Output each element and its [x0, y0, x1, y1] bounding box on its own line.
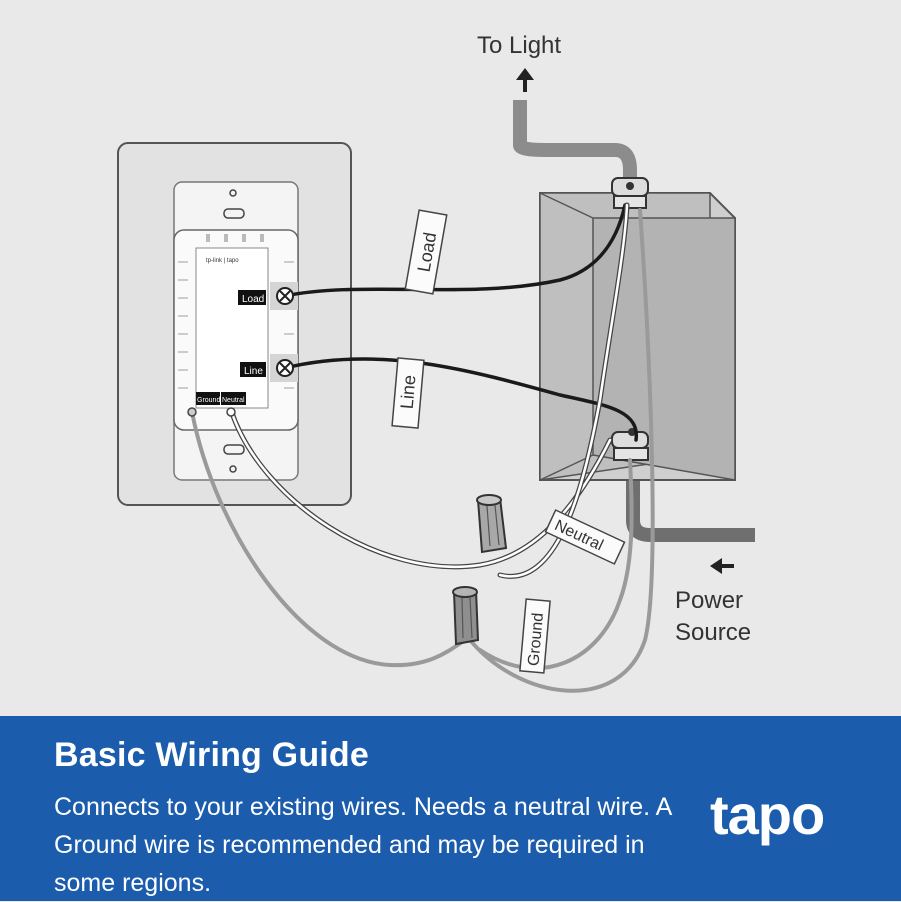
ground-terminal-icon [187, 407, 197, 417]
to-light-label: To Light [477, 32, 561, 59]
terminal-ground: Ground [196, 392, 220, 405]
wire-nut-neutral [476, 494, 508, 554]
svg-text:Line: Line [244, 366, 263, 377]
ground-wire-tag: Ground [519, 598, 551, 674]
svg-text:Ground: Ground [525, 612, 547, 667]
left-arrow-icon [710, 558, 734, 574]
electrical-box [539, 192, 736, 481]
banner-title: Basic Wiring Guide [54, 736, 370, 774]
conduit-to-light [513, 100, 637, 185]
load-wire [283, 203, 627, 298]
power-source-label-line2: Source [675, 619, 751, 646]
cable-clamp-bottom [611, 428, 649, 461]
terminal-line: Line [240, 362, 266, 377]
smart-switch-body: tp-link | tapo [173, 229, 299, 431]
device-logo: tp-link | tapo [206, 258, 239, 264]
load-wire-tag: Load [404, 209, 448, 295]
line-screw-icon [276, 359, 294, 377]
terminal-neutral: Neutral [221, 392, 246, 405]
neutral-wire-tag: Neutral [544, 509, 626, 565]
svg-text:Neutral: Neutral [222, 397, 245, 404]
power-source-label-line1: Power [675, 587, 743, 614]
svg-text:Load: Load [242, 294, 264, 305]
terminal-load: Load [238, 290, 266, 305]
load-screw-icon [276, 287, 294, 305]
ground-wire-switch [190, 410, 467, 668]
ground-wire-box [468, 208, 655, 693]
neutral-terminal-icon [226, 407, 236, 417]
wiring-diagram: To Light Power Source [117, 32, 755, 693]
info-banner: Basic Wiring Guide Connects to your exis… [0, 716, 901, 901]
up-arrow-icon [516, 68, 534, 92]
tapo-logo: tapo [710, 783, 825, 846]
ground-wire-supply [478, 458, 634, 671]
line-wire-tag: Line [391, 357, 425, 429]
banner-description: Connects to your existing wires. Needs a… [54, 793, 671, 897]
wire-nut-ground [452, 586, 480, 646]
cable-clamp-top [611, 177, 649, 209]
svg-text:Line: Line [397, 374, 420, 410]
line-wire [283, 357, 638, 442]
svg-text:Ground: Ground [197, 397, 220, 404]
